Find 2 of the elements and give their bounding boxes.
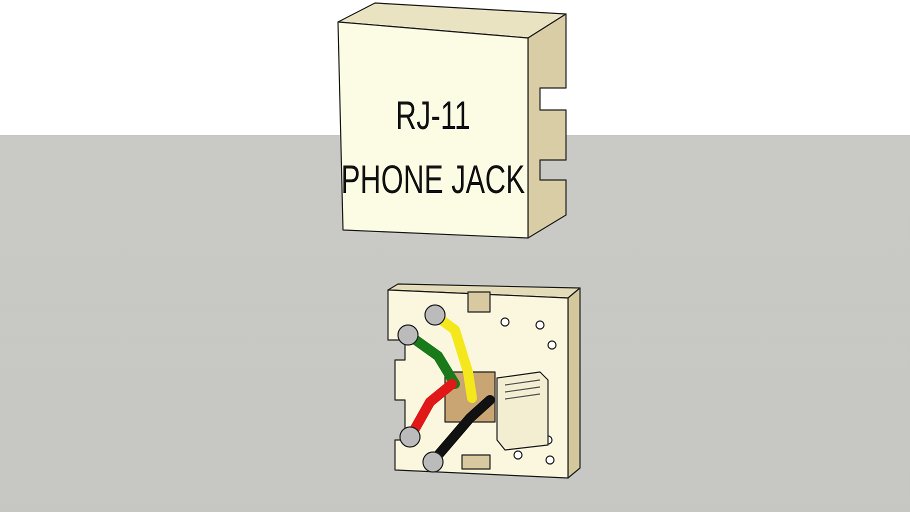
printed-label: RJ-11 [396,93,470,140]
printed-label: PHONE JACK [340,157,526,204]
